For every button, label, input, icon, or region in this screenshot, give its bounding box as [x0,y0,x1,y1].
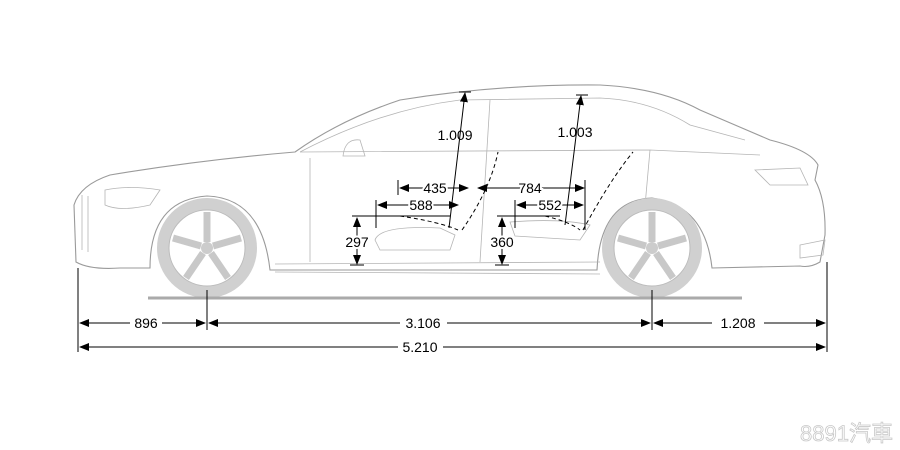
watermark: 8891汽車 [800,421,893,446]
seat-depth-front-label: 588 [409,197,433,213]
headroom-front-label: 1.009 [437,127,472,143]
front-overhang-label: 896 [134,315,158,331]
overall-length-label: 5.210 [402,339,437,355]
wheelbase-label: 3.106 [405,315,440,331]
shoulder-front-label: 435 [423,180,447,196]
headroom-rear-label: 1.003 [557,124,592,140]
exterior-dimension-lines [77,262,828,352]
car-side-profile [73,84,826,275]
seat-height-rear-label: 360 [490,234,514,250]
seat-height-front-label: 297 [345,234,369,250]
rear-wheel [602,198,702,298]
legroom-rear-label: 784 [518,180,542,196]
interior-dimension-lines [350,91,634,266]
front-wheel [157,198,257,298]
rear-overhang-label: 1.208 [720,315,755,331]
seat-depth-rear-label: 552 [538,197,562,213]
